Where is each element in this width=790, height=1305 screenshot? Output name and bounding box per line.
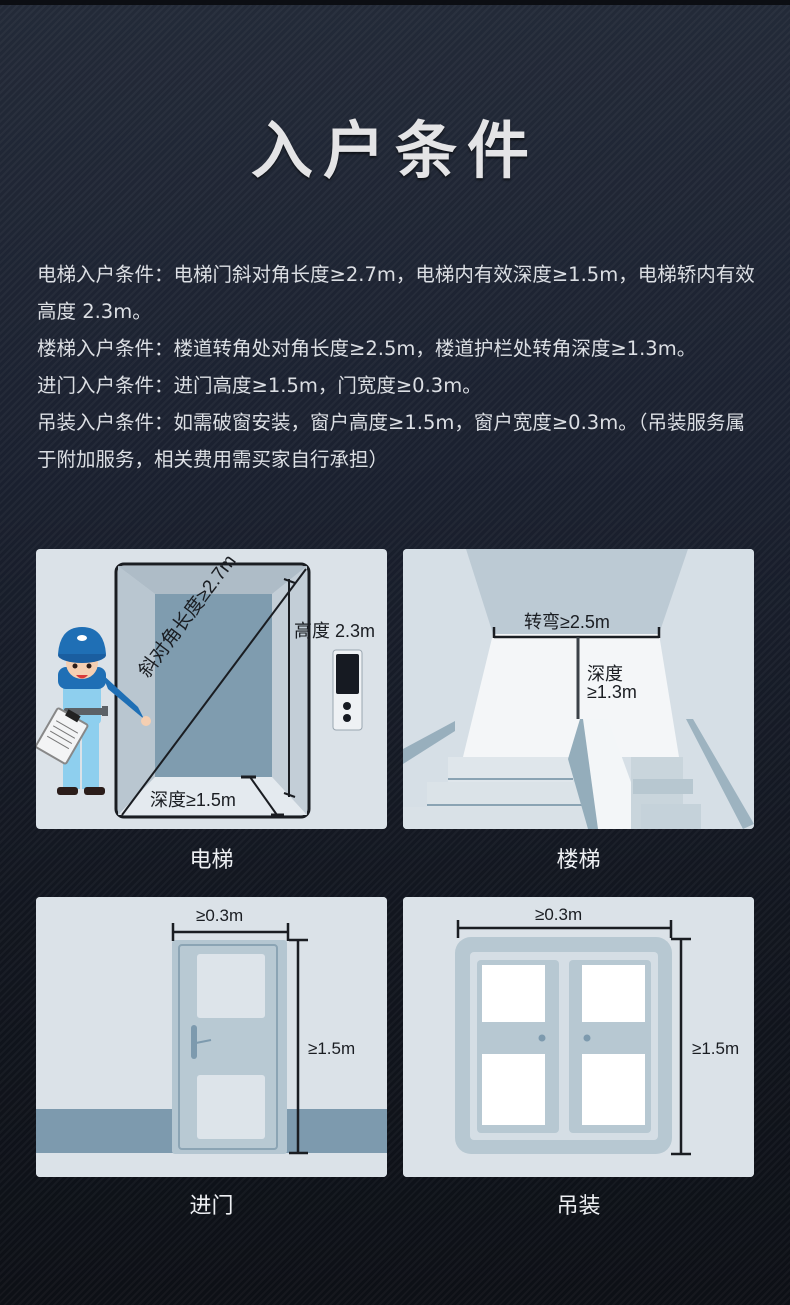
- window-illustration: [403, 897, 754, 1177]
- stairs-caption: 楼梯: [556, 848, 601, 873]
- door-caption: 进门: [189, 1194, 234, 1219]
- elevator-depth-label: 深度≥1.5m: [150, 790, 236, 810]
- worker-character-icon: [36, 627, 151, 795]
- door-illustration: [36, 897, 387, 1177]
- elevator-illustration: [36, 562, 363, 819]
- door-width-label: ≥0.3m: [196, 906, 244, 925]
- window-width-label: ≥0.3m: [535, 905, 583, 924]
- hoisting-card: ≥0.3m ≥1.5m: [403, 897, 754, 1177]
- stairs-depth-label: 深度: [587, 664, 623, 684]
- hoisting-condition: 吊装入户条件：如需破窗安装，窗户高度≥1.5m，窗户宽度≥0.3m。（吊装服务属…: [37, 411, 745, 471]
- door-card: ≥0.3m ≥1.5m: [36, 897, 387, 1177]
- stairs-card: 转弯≥2.5m 深度 ≥1.3m: [403, 549, 754, 829]
- elevator-condition: 电梯入户条件：电梯门斜对角长度≥2.7m，电梯内有效深度≥1.5m，电梯轿内有效…: [37, 263, 755, 323]
- stairs-depth-value: ≥1.3m: [587, 682, 637, 702]
- hoisting-caption: 吊装: [556, 1194, 601, 1219]
- window-height-label: ≥1.5m: [692, 1039, 740, 1058]
- door-condition: 进门入户条件：进门高度≥1.5m，门宽度≥0.3m。: [37, 374, 482, 397]
- stairs-condition: 楼梯入户条件：楼道转角处对角长度≥2.5m，楼道护栏处转角深度≥1.3m。: [37, 337, 697, 360]
- elevator-caption: 电梯: [189, 848, 234, 873]
- stairs-turn-label: 转弯≥2.5m: [524, 612, 610, 632]
- stairs-illustration: [403, 549, 754, 829]
- page-title: 入户条件: [250, 114, 539, 187]
- elevator-height-label: 高度 2.3m: [294, 621, 376, 641]
- door-height-label: ≥1.5m: [308, 1039, 356, 1058]
- top-border: [0, 0, 790, 5]
- conditions-description: 电梯入户条件：电梯门斜对角长度≥2.7m，电梯内有效深度≥1.5m，电梯轿内有效…: [37, 256, 757, 478]
- elevator-button-panel-icon: [332, 649, 363, 731]
- elevator-card: 斜对角长度≥2.7m 高度 2.3m 深度≥1.5m: [36, 549, 387, 829]
